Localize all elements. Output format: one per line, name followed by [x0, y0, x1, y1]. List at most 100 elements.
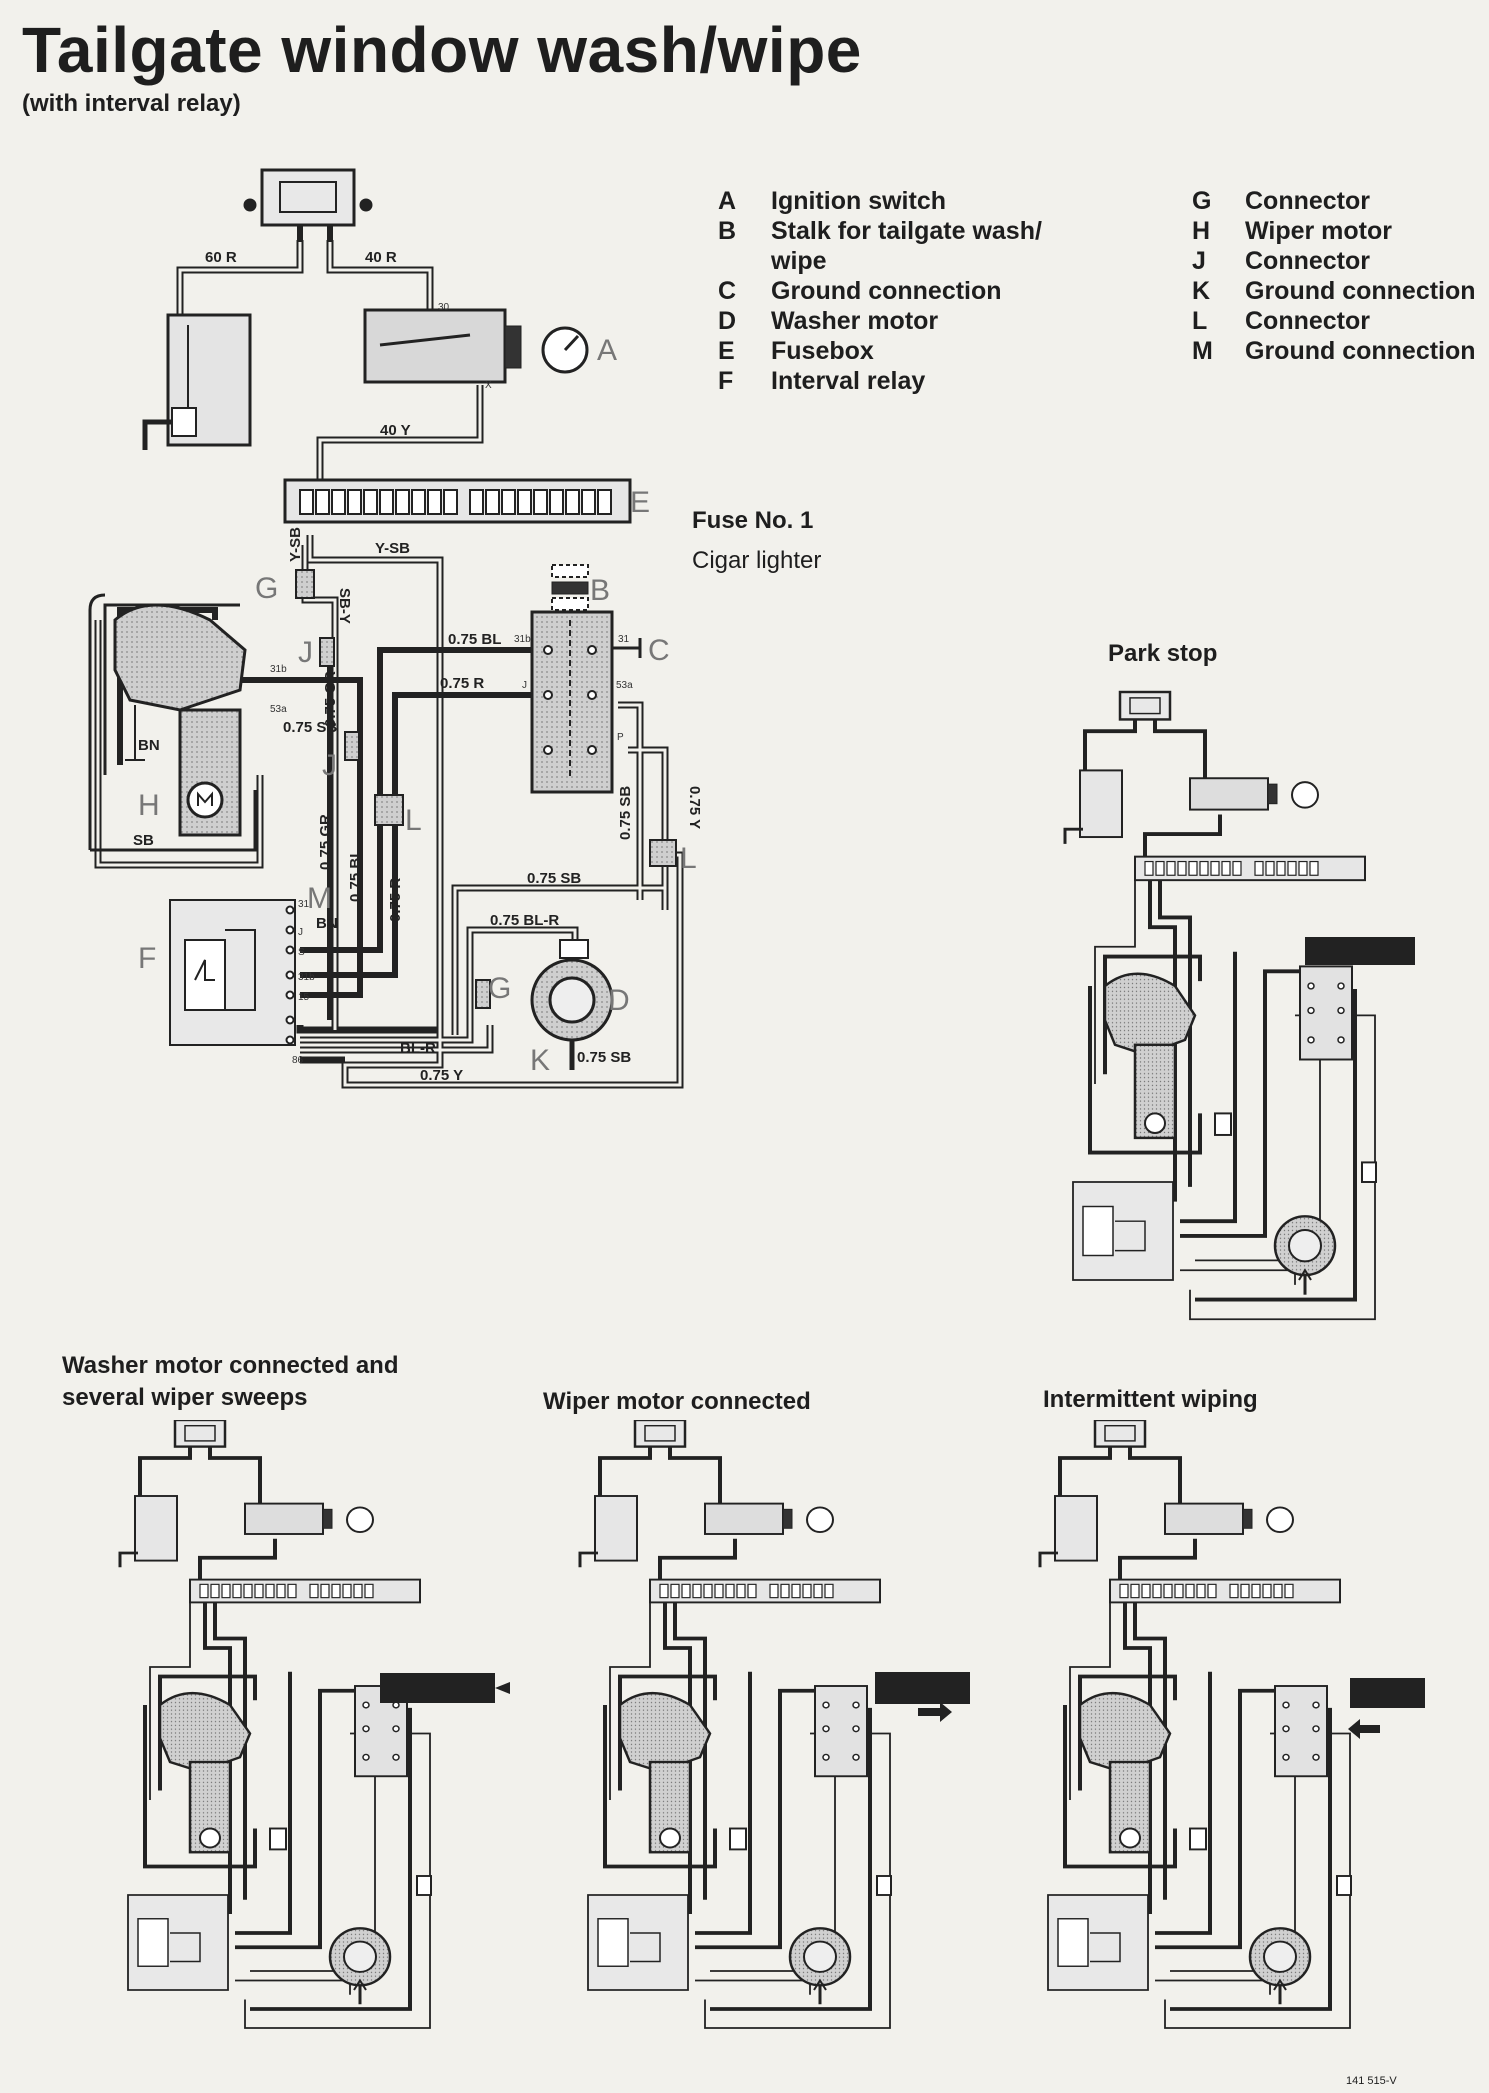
wire-label: 0.75 SB [617, 786, 634, 840]
terminal-label: P [617, 732, 624, 743]
legend-item: wipe [718, 246, 1091, 276]
legend-key: D [718, 307, 737, 335]
park-stop-diagram [1063, 690, 1415, 1322]
wiper-motor-diagram [578, 1420, 970, 2030]
panel-caption-park-stop: Park stop [1108, 640, 1218, 667]
component-label-m: M [307, 882, 332, 915]
component-label-g-upper: G [255, 572, 278, 605]
terminal-label: 53a [616, 680, 633, 691]
legend-item: M Ground connection [1192, 336, 1489, 366]
legend-key: G [1192, 187, 1212, 215]
terminal-label: J [522, 680, 527, 691]
terminal-label: 31 [298, 899, 310, 910]
legend-label: Connector [1245, 247, 1370, 275]
fusebox [283, 478, 632, 524]
wire-label: 0.75 BL [347, 849, 364, 902]
intermittent-wiping-diagram [1038, 1420, 1425, 2030]
legend-label: Ground connection [771, 277, 1002, 305]
terminal-label: 30 [438, 302, 450, 313]
wire-label: 0.75 R [440, 675, 484, 692]
component-label-l-left: L [405, 804, 422, 837]
terminal-label: 31b [514, 634, 531, 645]
legend-key: M [1192, 337, 1213, 365]
stalk-switch [530, 564, 642, 794]
wire-label: BN [138, 737, 160, 754]
terminal-label: 15 [298, 992, 310, 1003]
terminal-label: 31 [618, 634, 630, 645]
reference-code: 141 515-V [1346, 2075, 1397, 2087]
wire-label: 0.75 BL [448, 631, 501, 648]
legend-label: Ground connection [1245, 337, 1476, 365]
legend-key: C [718, 277, 737, 305]
legend-label: Interval relay [771, 367, 926, 395]
fuse-note-description: Cigar lighter [692, 547, 822, 574]
legend-label: Ignition switch [771, 187, 946, 215]
component-label-f: F [138, 942, 156, 975]
component-label-d: D [608, 984, 630, 1017]
component-label-k: K [530, 1044, 550, 1077]
arrow-icon [495, 1682, 510, 1694]
component-label-l-right: L [680, 842, 697, 875]
stalk-indicator [1305, 937, 1415, 965]
stalk-indicator [1350, 1678, 1425, 1708]
legend-label: wipe [771, 247, 827, 275]
component-label-h: H [138, 789, 160, 822]
page-subtitle: (with interval relay) [22, 90, 241, 117]
component-label-e: E [630, 486, 650, 519]
connector-l-right [649, 839, 677, 867]
panel-caption-washer: Washer motor connected and several wiper… [62, 1350, 399, 1414]
washer-motor-diagram [118, 1420, 510, 2030]
wire-label: 60 R [205, 249, 237, 266]
legend-label: Ground connection [1245, 277, 1476, 305]
terminal-label: S [298, 947, 305, 958]
component-label-a: A [597, 334, 617, 367]
wire-label: SB [133, 832, 154, 849]
wire-label: 0.75 GR [322, 671, 339, 727]
stalk-indicator [380, 1673, 495, 1703]
wire-label: SB-Y [336, 588, 353, 624]
wire-label: 0.75 GR [317, 814, 334, 870]
ignition-switch [363, 308, 589, 384]
wire-label: 0.75 R [387, 878, 404, 922]
legend-key: K [1192, 277, 1211, 305]
power-source-block [243, 168, 373, 242]
legend-key: F [718, 367, 734, 395]
terminal-label: 53a [270, 704, 287, 715]
component-label-j-upper: J [298, 636, 313, 669]
wire-label: BN [316, 915, 338, 932]
washer-motor [475, 939, 614, 1070]
legend-item: J Connector [1192, 246, 1489, 276]
wire-label: Y-SB [375, 540, 410, 557]
battery [142, 313, 252, 450]
terminal-label: X [485, 380, 492, 391]
component-label-g-lower: G [488, 972, 511, 1005]
legend-label: Connector [1245, 187, 1370, 215]
caption-line: several wiper sweeps [62, 1384, 308, 1411]
wire-label: 40 Y [380, 422, 411, 439]
legend-key: E [718, 337, 735, 365]
wire-label: 0.75 SB [527, 870, 581, 887]
wire-label: 0.75 SB [577, 1049, 631, 1066]
caption-line: Washer motor connected and [62, 1352, 399, 1379]
terminal-label: 31b [298, 972, 315, 983]
legend-item: K Ground connection [1192, 276, 1489, 306]
panel-caption-intermittent: Intermittent wiping [1043, 1386, 1258, 1413]
wire-label: 0.75 Y [420, 1067, 463, 1084]
wire-label: 0.75 SB [283, 719, 337, 736]
arrow-icon [918, 1702, 952, 1722]
wire-label: 0.75 Y [686, 786, 703, 829]
component-label-b: B [590, 574, 610, 607]
legend-key: L [1192, 307, 1208, 335]
legend-key: J [1192, 247, 1206, 275]
interval-relay [169, 899, 296, 1046]
connector-j-upper [319, 637, 335, 667]
connector-j-lower [344, 731, 360, 761]
arrow-icon [1348, 1719, 1380, 1739]
legend-label: Stalk for tailgate wash/ [771, 217, 1042, 245]
component-label-j-lower: J [322, 749, 337, 782]
stalk-indicator [875, 1672, 970, 1704]
